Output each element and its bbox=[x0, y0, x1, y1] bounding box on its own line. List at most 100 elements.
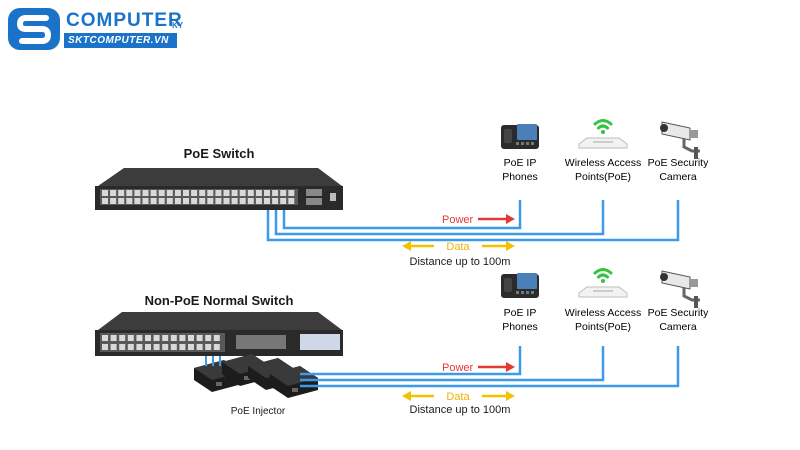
switch-port bbox=[126, 190, 133, 196]
brand-suffix: KY bbox=[172, 21, 184, 30]
top-device-ap-line2: Points(PoE) bbox=[575, 171, 631, 183]
switch-port bbox=[110, 190, 117, 196]
top-device-phone-line2: Phones bbox=[502, 171, 538, 183]
switch-port bbox=[213, 344, 220, 350]
access-point-icon bbox=[577, 119, 629, 150]
switch-port bbox=[145, 335, 151, 341]
switch-port bbox=[136, 344, 143, 350]
access-point-icon bbox=[577, 268, 629, 299]
switch-port bbox=[110, 198, 117, 204]
switch-port bbox=[288, 198, 295, 204]
switch-port bbox=[118, 198, 125, 204]
bottom-device-phone-line2: Phones bbox=[502, 321, 538, 333]
switch-port bbox=[183, 190, 189, 196]
switch-port bbox=[231, 190, 238, 196]
switch-port bbox=[231, 198, 238, 204]
top-power-label: Power bbox=[442, 214, 474, 226]
switch-port bbox=[153, 335, 160, 341]
switch-port bbox=[145, 344, 151, 350]
switch-port bbox=[119, 335, 126, 341]
switch-port bbox=[199, 198, 206, 204]
switch-port bbox=[272, 198, 279, 204]
top-distance-label: Distance up to 100m bbox=[410, 256, 511, 268]
switch-port bbox=[213, 335, 220, 341]
top-data-arrow bbox=[402, 241, 515, 251]
switch-port bbox=[188, 344, 194, 350]
brand-name: COMPUTER bbox=[66, 10, 183, 31]
bottom-cables bbox=[300, 346, 680, 388]
switch-port bbox=[288, 190, 295, 196]
switch-port bbox=[179, 335, 186, 341]
bottom-device-camera-line2: Camera bbox=[659, 321, 697, 333]
switch-port bbox=[199, 190, 206, 196]
switch-port bbox=[153, 344, 160, 350]
security-camera-icon bbox=[658, 120, 702, 161]
top-device-camera-line1: PoE Security bbox=[648, 157, 709, 169]
switch-port bbox=[255, 190, 262, 196]
switch-port bbox=[207, 190, 214, 196]
switch-port bbox=[255, 198, 262, 204]
switch-port bbox=[179, 344, 186, 350]
bottom-device-phone-line1: PoE IP bbox=[504, 307, 537, 319]
top-cables bbox=[266, 200, 680, 242]
switch-port bbox=[170, 344, 177, 350]
switch-port bbox=[223, 190, 230, 196]
bottom-data-label: Data bbox=[446, 391, 470, 403]
bottom-distance-label: Distance up to 100m bbox=[410, 404, 511, 416]
switch-port bbox=[223, 198, 230, 204]
switch-port bbox=[158, 190, 165, 196]
top-device-ap-line1: Wireless Access bbox=[565, 157, 641, 169]
switch-port bbox=[166, 198, 173, 204]
switch-port bbox=[280, 198, 287, 204]
bottom-device-ap-line1: Wireless Access bbox=[565, 307, 641, 319]
switch-port bbox=[134, 198, 141, 204]
switch-port bbox=[247, 190, 254, 196]
switch-port bbox=[142, 198, 149, 204]
switch-port bbox=[102, 190, 108, 196]
switch-port bbox=[158, 198, 165, 204]
switch-port bbox=[174, 190, 181, 196]
top-device-phone-line1: PoE IP bbox=[504, 157, 537, 169]
switch-port bbox=[205, 344, 212, 350]
switch-port bbox=[166, 190, 173, 196]
switch-port bbox=[272, 190, 279, 196]
switch-port bbox=[126, 198, 133, 204]
switch-port bbox=[174, 198, 181, 204]
switch-port bbox=[136, 335, 143, 341]
switch-port bbox=[196, 344, 203, 350]
switch-port bbox=[239, 198, 246, 204]
switch-port bbox=[162, 344, 169, 350]
switch-port bbox=[150, 190, 157, 196]
switch-port bbox=[142, 190, 149, 196]
security-camera-icon bbox=[658, 269, 702, 310]
top-device-camera-line2: Camera bbox=[659, 171, 697, 183]
switch-port bbox=[264, 190, 270, 196]
switch-port bbox=[264, 198, 270, 204]
company-logo: COMPUTER KY SKTCOMPUTER.VN bbox=[6, 4, 206, 54]
switch-port bbox=[239, 190, 246, 196]
switch-port bbox=[207, 198, 214, 204]
switch-port bbox=[150, 198, 157, 204]
switch-port bbox=[102, 198, 108, 204]
poe-injector bbox=[194, 354, 318, 398]
switch-port bbox=[119, 344, 126, 350]
bottom-data-arrow bbox=[402, 391, 515, 401]
switch-port bbox=[134, 190, 141, 196]
switch-port bbox=[215, 198, 222, 204]
switch-port bbox=[127, 344, 134, 350]
bottom-power-label: Power bbox=[442, 362, 474, 374]
switch-port bbox=[127, 335, 134, 341]
switch-port bbox=[188, 335, 194, 341]
switch-port bbox=[170, 335, 177, 341]
switch-port bbox=[110, 344, 117, 350]
switch-port bbox=[247, 198, 254, 204]
bottom-device-camera-line1: PoE Security bbox=[648, 307, 709, 319]
bottom-power-arrow bbox=[478, 362, 515, 372]
switch-port bbox=[162, 335, 169, 341]
switch-port bbox=[215, 190, 222, 196]
injector-label: PoE Injector bbox=[231, 406, 286, 417]
poe-switch bbox=[95, 168, 343, 210]
top-data-label: Data bbox=[446, 241, 470, 253]
top-power-arrow bbox=[478, 214, 515, 224]
